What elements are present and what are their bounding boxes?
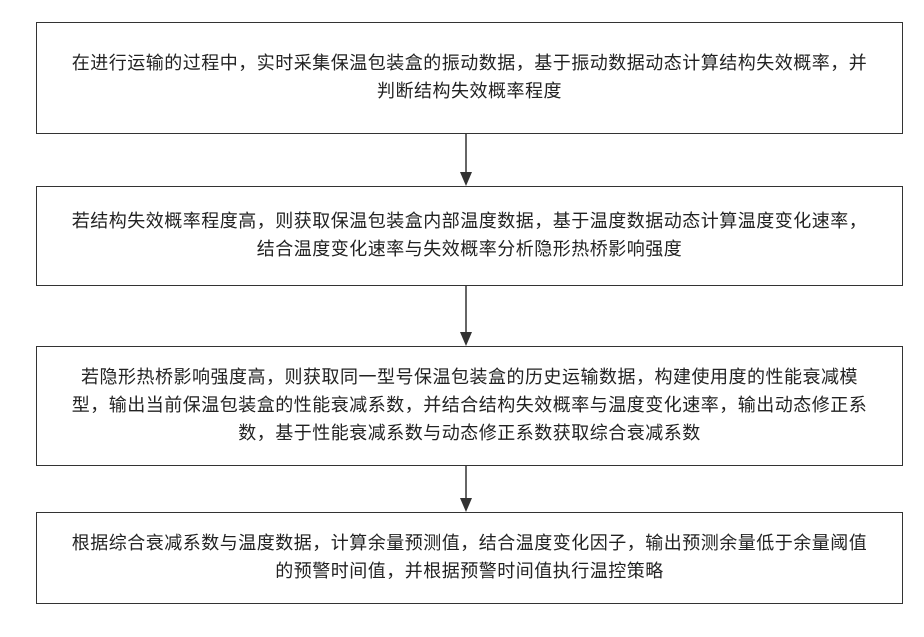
flow-step-1: 在进行运输的过程中，实时采集保温包装盒的振动数据，基于振动数据动态计算结构失效概… bbox=[36, 22, 903, 134]
flow-step-2: 若结构失效概率程度高，则获取保温包装盒内部温度数据，基于温度数据动态计算温度变化… bbox=[36, 186, 903, 286]
flow-step-4-text: 根据综合衰减系数与温度数据，计算余量预测值，结合温度变化因子，输出预测余量低于余… bbox=[67, 530, 872, 586]
flow-step-3: 若隐形热桥影响强度高，则获取同一型号保温包装盒的历史运输数据，构建使用度的性能衰… bbox=[36, 346, 903, 466]
flow-step-3-text: 若隐形热桥影响强度高，则获取同一型号保温包装盒的历史运输数据，构建使用度的性能衰… bbox=[67, 364, 872, 448]
arrow-1-to-2 bbox=[460, 134, 472, 186]
flow-step-4: 根据综合衰减系数与温度数据，计算余量预测值，结合温度变化因子，输出预测余量低于余… bbox=[36, 512, 903, 604]
flow-step-1-text: 在进行运输的过程中，实时采集保温包装盒的振动数据，基于振动数据动态计算结构失效概… bbox=[67, 50, 872, 106]
arrow-2-to-3 bbox=[460, 286, 472, 346]
flow-step-2-text: 若结构失效概率程度高，则获取保温包装盒内部温度数据，基于温度数据动态计算温度变化… bbox=[67, 208, 872, 264]
arrow-3-to-4 bbox=[460, 466, 472, 512]
